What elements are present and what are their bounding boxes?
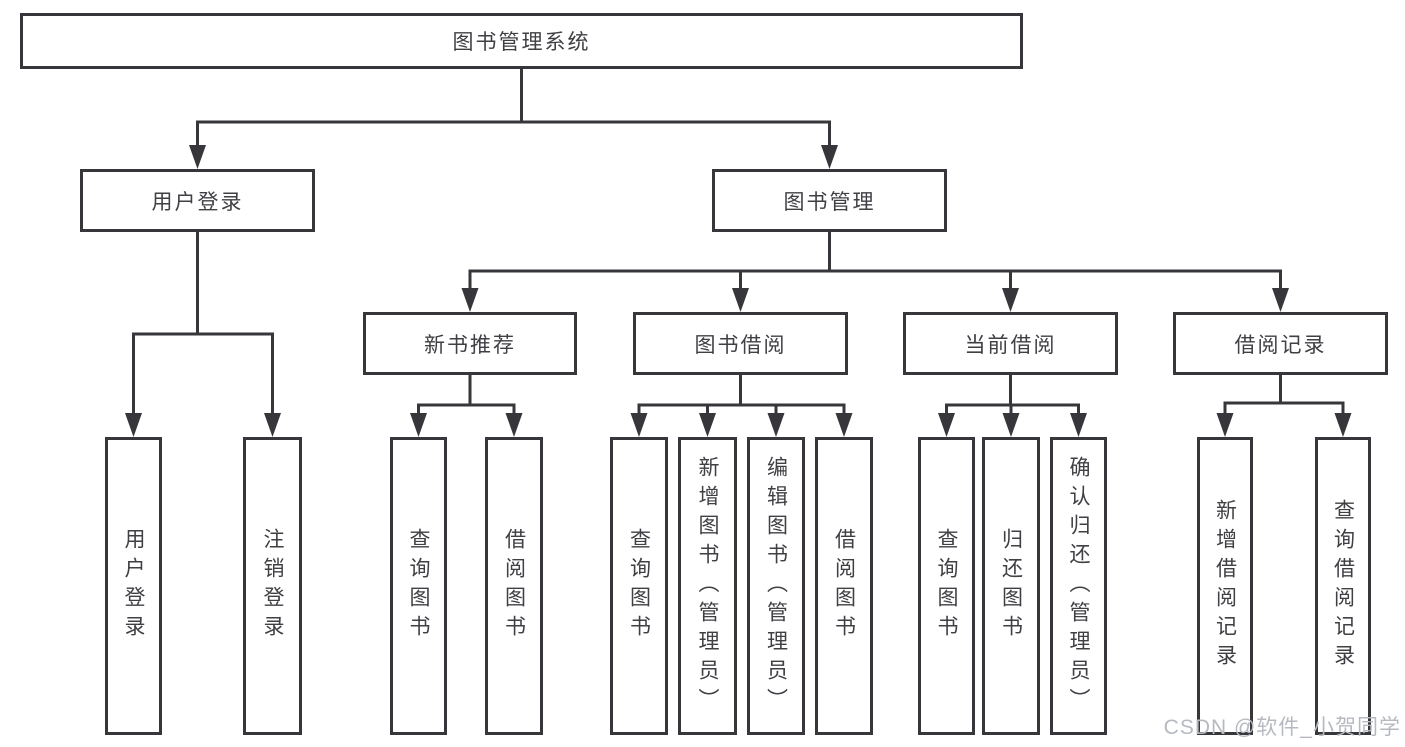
- node-label: 新增图书（管理员）: [696, 455, 719, 717]
- leaf-borrow-books-recommend: 借阅图书: [485, 437, 543, 735]
- node-label: 图书管理: [783, 190, 876, 214]
- node-label: 查询借阅记录: [1331, 499, 1355, 673]
- leaf-confirm-return-admin: 确认归还（管理员）: [1050, 437, 1107, 735]
- node-label: 借阅图书: [502, 528, 526, 644]
- leaf-logout: 注销登录: [243, 437, 302, 735]
- node-label: 查询图书: [935, 528, 958, 644]
- node-label: 查询图书: [407, 528, 430, 644]
- node-label: 编辑图书（管理员）: [764, 455, 788, 717]
- node-current-borrow: 当前借阅: [903, 312, 1118, 375]
- node-book-management: 图书管理: [712, 169, 947, 232]
- watermark: CSDN @软件_小贺同学: [1163, 716, 1401, 739]
- node-label: 用户登录: [151, 190, 244, 214]
- leaf-query-books-borrow: 查询图书: [610, 437, 668, 735]
- node-library-management-system: 图书管理系统: [20, 13, 1023, 69]
- leaf-query-books-current: 查询图书: [918, 437, 975, 735]
- node-new-book-recommend: 新书推荐: [363, 312, 577, 375]
- node-label: 注销登录: [261, 528, 284, 644]
- leaf-edit-books-admin: 编辑图书（管理员）: [747, 437, 805, 735]
- leaf-query-borrow-record: 查询借阅记录: [1315, 437, 1371, 735]
- node-label: 当前借阅: [964, 333, 1057, 357]
- node-label: 借阅记录: [1234, 333, 1327, 357]
- node-label: 图书管理系统: [452, 31, 591, 54]
- leaf-query-books-recommend: 查询图书: [390, 437, 447, 735]
- node-label: 归还图书: [999, 528, 1023, 644]
- node-label: 用户登录: [122, 528, 145, 644]
- node-label: 图书借阅: [694, 333, 787, 357]
- node-user-login: 用户登录: [80, 169, 315, 232]
- node-borrow-records: 借阅记录: [1173, 312, 1388, 375]
- node-label: 确认归还（管理员）: [1067, 455, 1090, 717]
- node-label: 新书推荐: [424, 333, 516, 357]
- node-label: 查询图书: [627, 528, 651, 644]
- node-label: 新增借阅记录: [1213, 499, 1237, 673]
- node-label: 借阅图书: [832, 528, 856, 644]
- leaf-add-borrow-record: 新增借阅记录: [1197, 437, 1253, 735]
- node-book-borrow: 图书借阅: [633, 312, 848, 375]
- leaf-add-books-admin: 新增图书（管理员）: [678, 437, 737, 735]
- leaf-user-login: 用户登录: [105, 437, 162, 735]
- leaf-return-books: 归还图书: [982, 437, 1040, 735]
- leaf-borrow-books: 借阅图书: [815, 437, 873, 735]
